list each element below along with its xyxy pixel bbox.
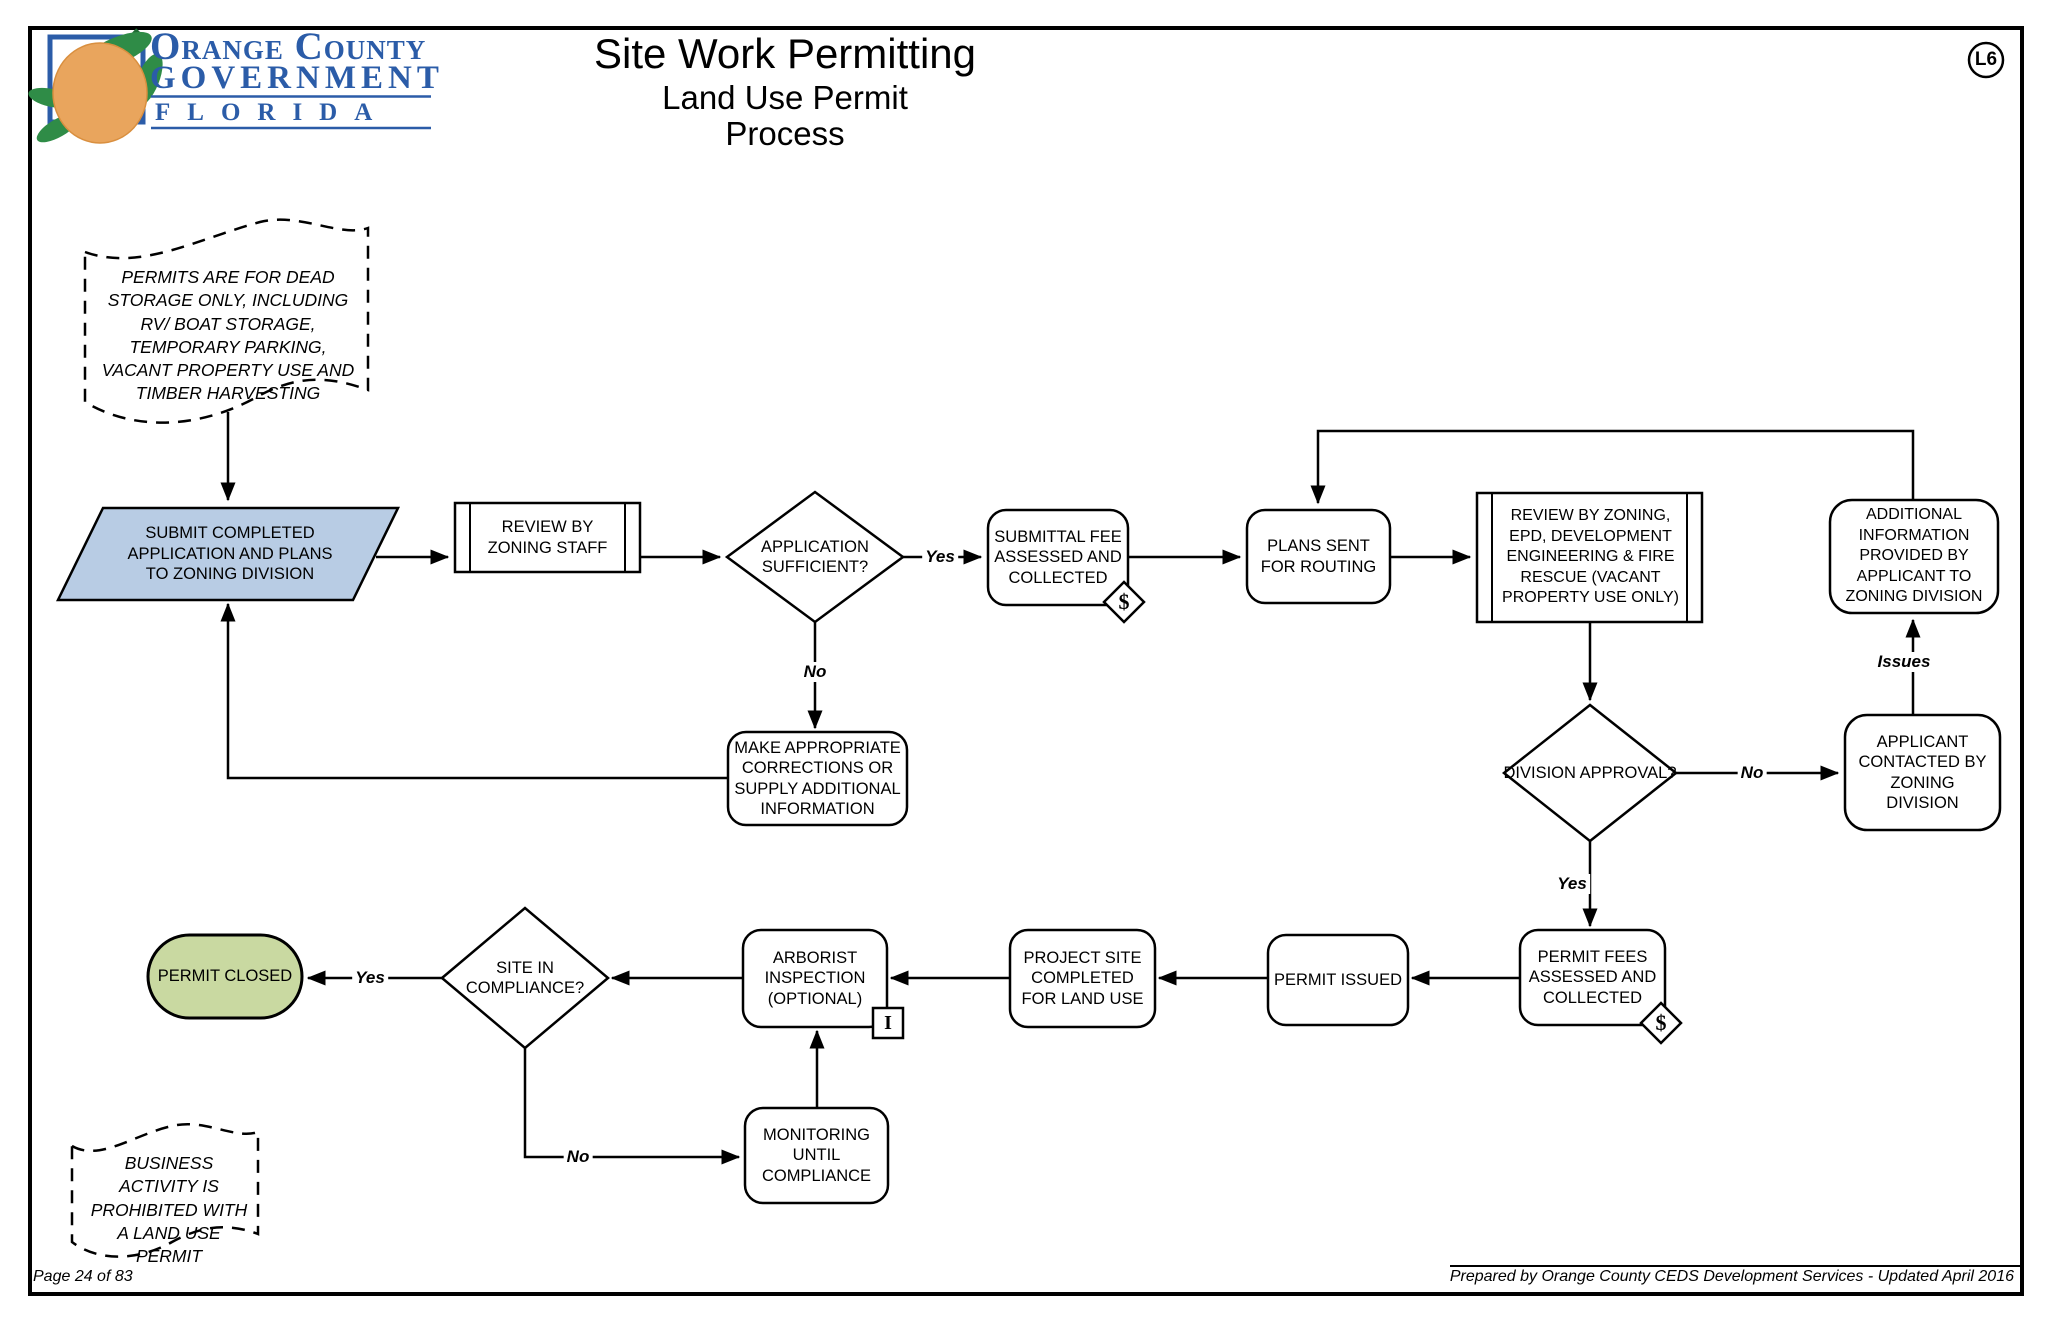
node-project-site-shape (1008, 928, 1157, 1029)
node-arborist-label: ARBORIST INSPECTION (OPTIONAL) (764, 948, 866, 1008)
node-project-site-label: PROJECT SITE COMPLETED FOR LAND USE (1021, 948, 1144, 1008)
node-division-approval-shape (1501, 703, 1679, 843)
sheet-ref-circle (1967, 41, 2005, 79)
node-application-sufficient-label: APPLICATION SUFFICIENT? (761, 537, 869, 576)
edge-label-compliance-yes: Yes (352, 968, 388, 988)
page-border (28, 26, 2024, 1296)
logo-orange-fruit (52, 42, 148, 144)
arrow-compliance-no (523, 1048, 741, 1165)
annotation-top-note: PERMITS ARE FOR DEAD STORAGE ONLY, INCLU… (101, 267, 355, 404)
annotation-bottom-outline (70, 1123, 260, 1258)
node-plans-routing-label: PLANS SENT FOR ROUTING (1260, 537, 1377, 576)
fee-diamond-icon (1639, 1001, 1683, 1045)
node-review-staff-shape (453, 501, 642, 574)
node-site-compliance-label: SITE IN COMPLIANCE? (465, 958, 585, 997)
dollar-icon: $ (1118, 589, 1130, 614)
node-permit-fees-label: PERMIT FEES ASSESSED AND COLLECTED (1528, 947, 1657, 1007)
node-review-epd-label: REVIEW BY ZONING, EPD, DEVELOPMENT ENGIN… (1502, 507, 1679, 607)
logo-orange-county: Orange County (150, 25, 427, 68)
sheet-ref-badge: L6 (1974, 49, 1998, 70)
node-permit-closed-shape (146, 933, 304, 1020)
logo-government: GOVERNMENT (150, 60, 444, 96)
footer-page-number: Page 24 of 83 (33, 1268, 133, 1285)
edge-label-sufficient-no: No (800, 662, 830, 682)
inspection-i-icon: I (884, 1011, 892, 1034)
node-applicant-contacted-label: APPLICANT CONTACTED BY ZONING DIVISION (1858, 732, 1987, 812)
annotation-top-outline (83, 218, 370, 424)
edge-label-compliance-no: No (563, 1147, 593, 1167)
node-corrections-shape (726, 730, 909, 827)
node-arborist-shape (741, 928, 889, 1029)
node-additional-info-label: ADDITIONAL INFORMATION PROVIDED BY APPLI… (1845, 506, 1983, 606)
edge-label-sufficient-yes: Yes (922, 547, 958, 567)
node-additional-info-shape (1828, 498, 2000, 615)
node-permit-issued-label: PERMIT ISSUED (1273, 970, 1403, 989)
node-applicant-contacted-shape (1843, 713, 2002, 832)
edge-label-issues: Issues (1874, 652, 1934, 672)
node-application-sufficient-shape (724, 490, 906, 624)
node-review-epd-shape (1475, 491, 1704, 624)
node-permit-fees-shape (1518, 928, 1667, 1027)
orange-county-logo-icon (28, 28, 431, 144)
node-submittal-fee-shape (986, 508, 1130, 607)
node-monitoring-shape (743, 1106, 890, 1205)
node-plans-routing-shape (1245, 508, 1392, 605)
edge-label-approval-yes: Yes (1554, 874, 1590, 894)
arrow-addinfo-feedback (1310, 429, 1915, 505)
page-subtitle-2: Process (725, 115, 845, 152)
node-submit-application-label: SUBMIT COMPLETED APPLICATION AND PLANS T… (127, 524, 333, 584)
node-permit-issued-shape (1266, 933, 1410, 1027)
inspection-square-icon (871, 1006, 905, 1040)
node-corrections-label: MAKE APPROPRIATE CORRECTIONS OR SUPPLY A… (734, 738, 901, 818)
footer-prepared-by: Prepared by Orange County CEDS Developme… (1449, 1268, 2014, 1285)
page-subtitle: Land Use Permit (662, 79, 908, 116)
node-division-approval-label: DIVISION APPROVAL? (1503, 763, 1677, 782)
annotation-bottom-note: BUSINESS ACTIVITY IS PROHIBITED WITH A L… (90, 1153, 248, 1267)
arrow-corrections-return (220, 602, 728, 780)
dollar-icon: $ (1655, 1010, 1667, 1035)
logo-florida: FLORIDA (155, 99, 390, 126)
node-site-compliance-shape (440, 906, 610, 1050)
node-permit-closed-label: PERMIT CLOSED (157, 967, 293, 986)
fee-diamond-icon (1102, 580, 1146, 624)
node-submittal-fee-label: SUBMITTAL FEE ASSESSED AND COLLECTED (994, 527, 1122, 587)
edge-label-approval-no: No (1737, 763, 1767, 783)
node-monitoring-label: MONITORING UNTIL COMPLIANCE (761, 1125, 872, 1185)
node-submit-application-shape (55, 506, 401, 602)
node-review-staff-label: REVIEW BY ZONING STAFF (487, 518, 608, 557)
page-title: Site Work Permitting (594, 30, 976, 77)
